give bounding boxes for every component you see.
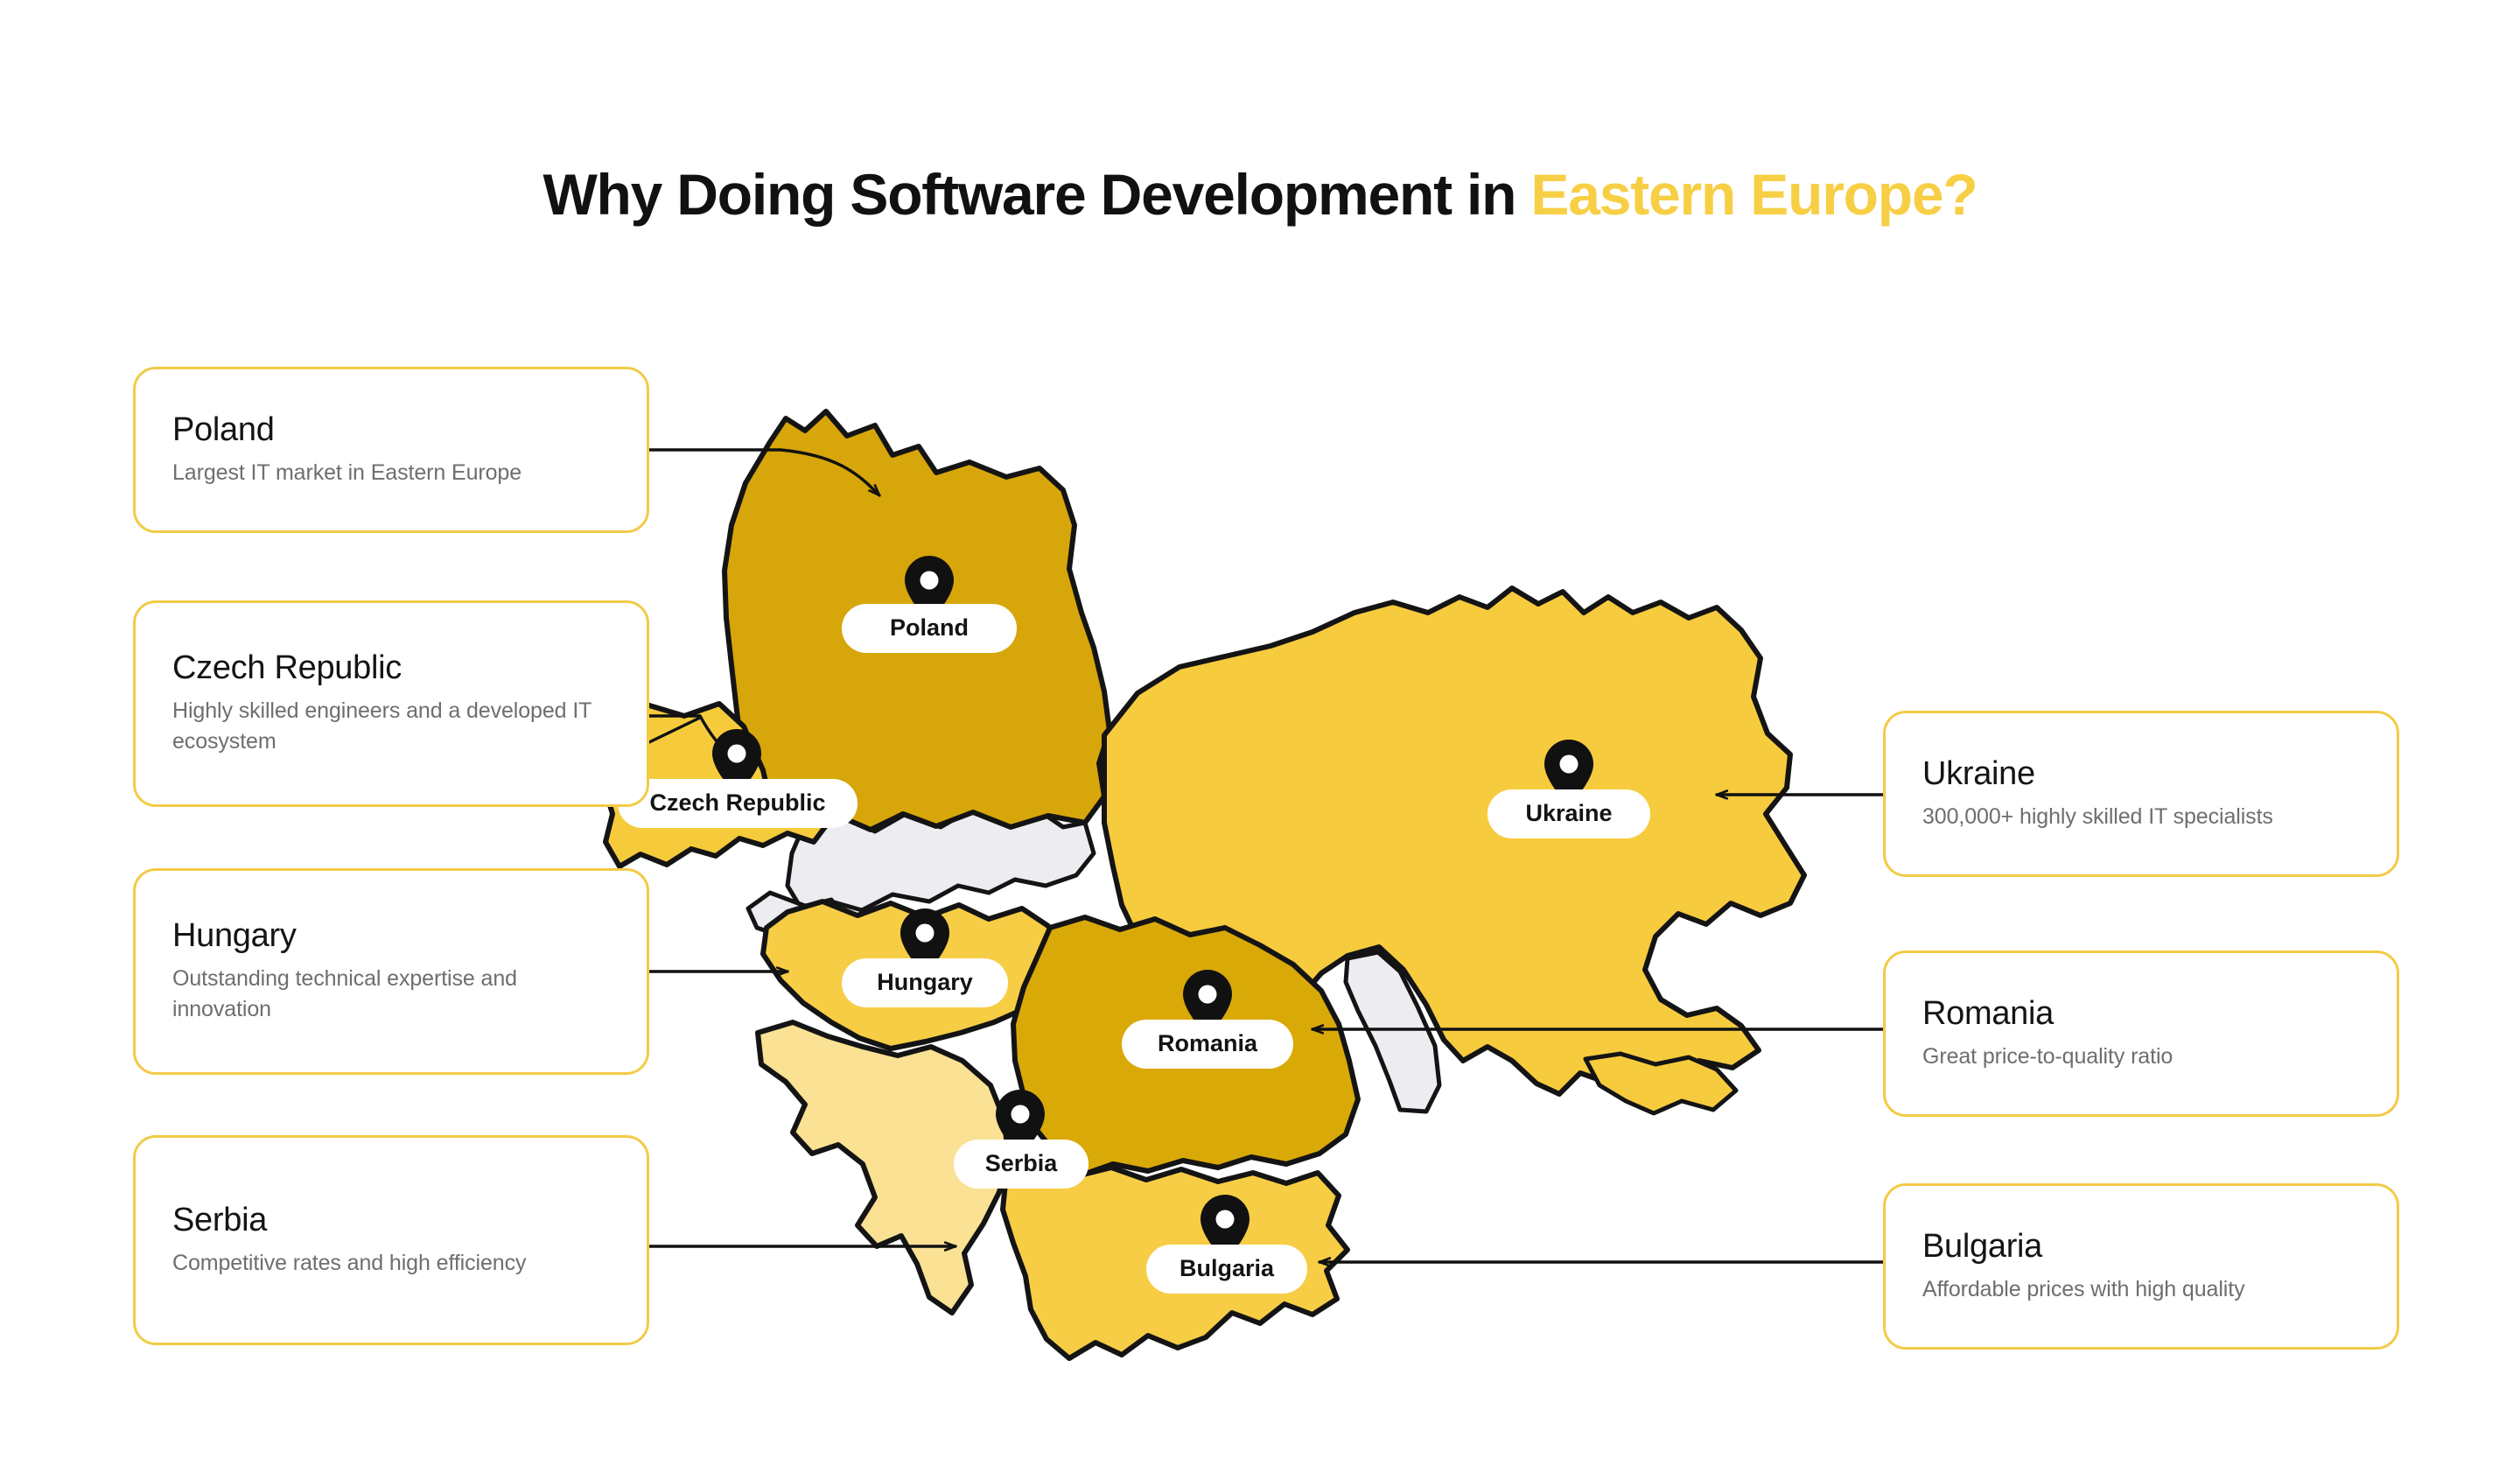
location-pin-icon bbox=[1183, 970, 1232, 1036]
location-pin-hole bbox=[915, 923, 934, 943]
map-regions bbox=[601, 409, 1807, 1361]
region-crimea bbox=[1583, 1051, 1739, 1116]
info-card-ukraine[interactable]: Ukraine 300,000+ highly skilled IT speci… bbox=[1883, 711, 2399, 877]
location-pin-icon bbox=[712, 729, 761, 796]
map-pill-serbia[interactable] bbox=[954, 1140, 1088, 1189]
page-title-accent: Eastern Europe? bbox=[1530, 162, 1978, 228]
map-pill-romania[interactable] bbox=[1122, 1020, 1293, 1069]
info-card-bulgaria[interactable]: Bulgaria Affordable prices with high qua… bbox=[1883, 1183, 2399, 1350]
location-pin-hole bbox=[1011, 1105, 1030, 1124]
map-marker-hungary[interactable]: Hungary bbox=[842, 908, 1008, 1007]
map-pill-bulgaria[interactable] bbox=[1146, 1245, 1307, 1294]
map-pill-ukraine[interactable] bbox=[1488, 789, 1650, 838]
info-card-description: Highly skilled engineers and a developed… bbox=[172, 698, 592, 754]
region-serbia bbox=[755, 1020, 1011, 1315]
region-hungary bbox=[760, 899, 1067, 1051]
region-inactive-slovakia bbox=[785, 807, 1096, 915]
location-pin-hole bbox=[1198, 985, 1217, 1004]
info-card-title: Romania bbox=[1922, 994, 2054, 1032]
map-pill-label-czech-republic: Czech Republic bbox=[649, 789, 825, 816]
info-card-title: Hungary bbox=[172, 917, 297, 955]
map-pill-label-ukraine: Ukraine bbox=[1525, 800, 1612, 826]
location-pin-hole bbox=[1215, 1210, 1235, 1229]
info-card-serbia[interactable]: Serbia Competitive rates and high effici… bbox=[133, 1135, 649, 1345]
info-card-description: 300,000+ highly skilled IT specialists bbox=[1922, 803, 2273, 829]
location-pin-icon bbox=[996, 1090, 1045, 1156]
info-card-description: Affordable prices with high quality bbox=[1922, 1276, 2245, 1301]
info-card-description: Outstanding technical expertise and inno… bbox=[172, 965, 517, 1022]
map-marker-romania[interactable]: Romania bbox=[1122, 970, 1293, 1069]
map-pill-label-hungary: Hungary bbox=[877, 969, 973, 995]
location-pin-icon bbox=[1200, 1195, 1250, 1261]
map-marker-ukraine[interactable]: Ukraine bbox=[1488, 740, 1650, 838]
page-title-main: Why Doing Software Development in bbox=[542, 162, 1531, 228]
location-pin-hole bbox=[1559, 754, 1578, 774]
info-card-czech-republic[interactable]: Czech Republic Highly skilled engineers … bbox=[133, 600, 649, 807]
map-pill-label-serbia: Serbia bbox=[985, 1150, 1059, 1176]
map-pill-czech-republic[interactable] bbox=[618, 779, 858, 828]
connector-czech-arrow bbox=[698, 714, 738, 765]
map-pill-poland[interactable] bbox=[842, 604, 1017, 653]
info-card-hungary[interactable]: Hungary Outstanding technical expertise … bbox=[133, 868, 649, 1075]
region-bulgaria bbox=[1000, 1161, 1350, 1361]
page-header: Why Doing Software Development in Easter… bbox=[0, 124, 2520, 265]
map-marker-poland[interactable]: Poland bbox=[842, 556, 1017, 653]
info-card-title: Czech Republic bbox=[172, 649, 402, 687]
location-pin-hole bbox=[727, 744, 746, 763]
info-card-description: Competitive rates and high efficiency bbox=[172, 1250, 527, 1275]
map-marker-serbia[interactable]: Serbia bbox=[954, 1090, 1088, 1189]
map-pill-label-romania: Romania bbox=[1158, 1030, 1258, 1056]
map-pill-label-poland: Poland bbox=[890, 614, 969, 641]
connector-czech-tail bbox=[648, 716, 702, 744]
info-card-description: Largest IT market in Eastern Europe bbox=[172, 459, 522, 485]
location-pin-icon bbox=[1544, 740, 1593, 806]
region-ukraine bbox=[1102, 586, 1807, 1097]
info-card-title: Bulgaria bbox=[1922, 1227, 2043, 1265]
info-card-title: Ukraine bbox=[1922, 754, 2035, 792]
info-card-title: Serbia bbox=[172, 1201, 268, 1238]
location-pin-icon bbox=[900, 908, 949, 975]
info-card-poland[interactable]: Poland Largest IT market in Eastern Euro… bbox=[133, 367, 649, 533]
location-pin-icon bbox=[905, 556, 954, 622]
location-pin-hole bbox=[920, 571, 939, 590]
connector-poland-arrow bbox=[779, 448, 881, 497]
info-card-romania[interactable]: Romania Great price-to-quality ratio bbox=[1883, 950, 2399, 1117]
info-card-description: Great price-to-quality ratio bbox=[1922, 1043, 2174, 1069]
region-poland bbox=[722, 409, 1112, 832]
connectors bbox=[648, 448, 1885, 1262]
region-inactive-austria bbox=[746, 890, 847, 941]
region-inactive-moldova bbox=[1343, 950, 1442, 1114]
page-title: Why Doing Software Development in Easter… bbox=[542, 162, 1978, 228]
map-pill-hungary[interactable] bbox=[842, 958, 1008, 1007]
map-pill-label-bulgaria: Bulgaria bbox=[1180, 1255, 1275, 1281]
region-romania bbox=[1011, 915, 1361, 1177]
map-marker-czech-republic[interactable]: Czech Republic bbox=[618, 729, 858, 828]
info-card-title: Poland bbox=[172, 410, 275, 448]
map-marker-bulgaria[interactable]: Bulgaria bbox=[1146, 1195, 1307, 1294]
